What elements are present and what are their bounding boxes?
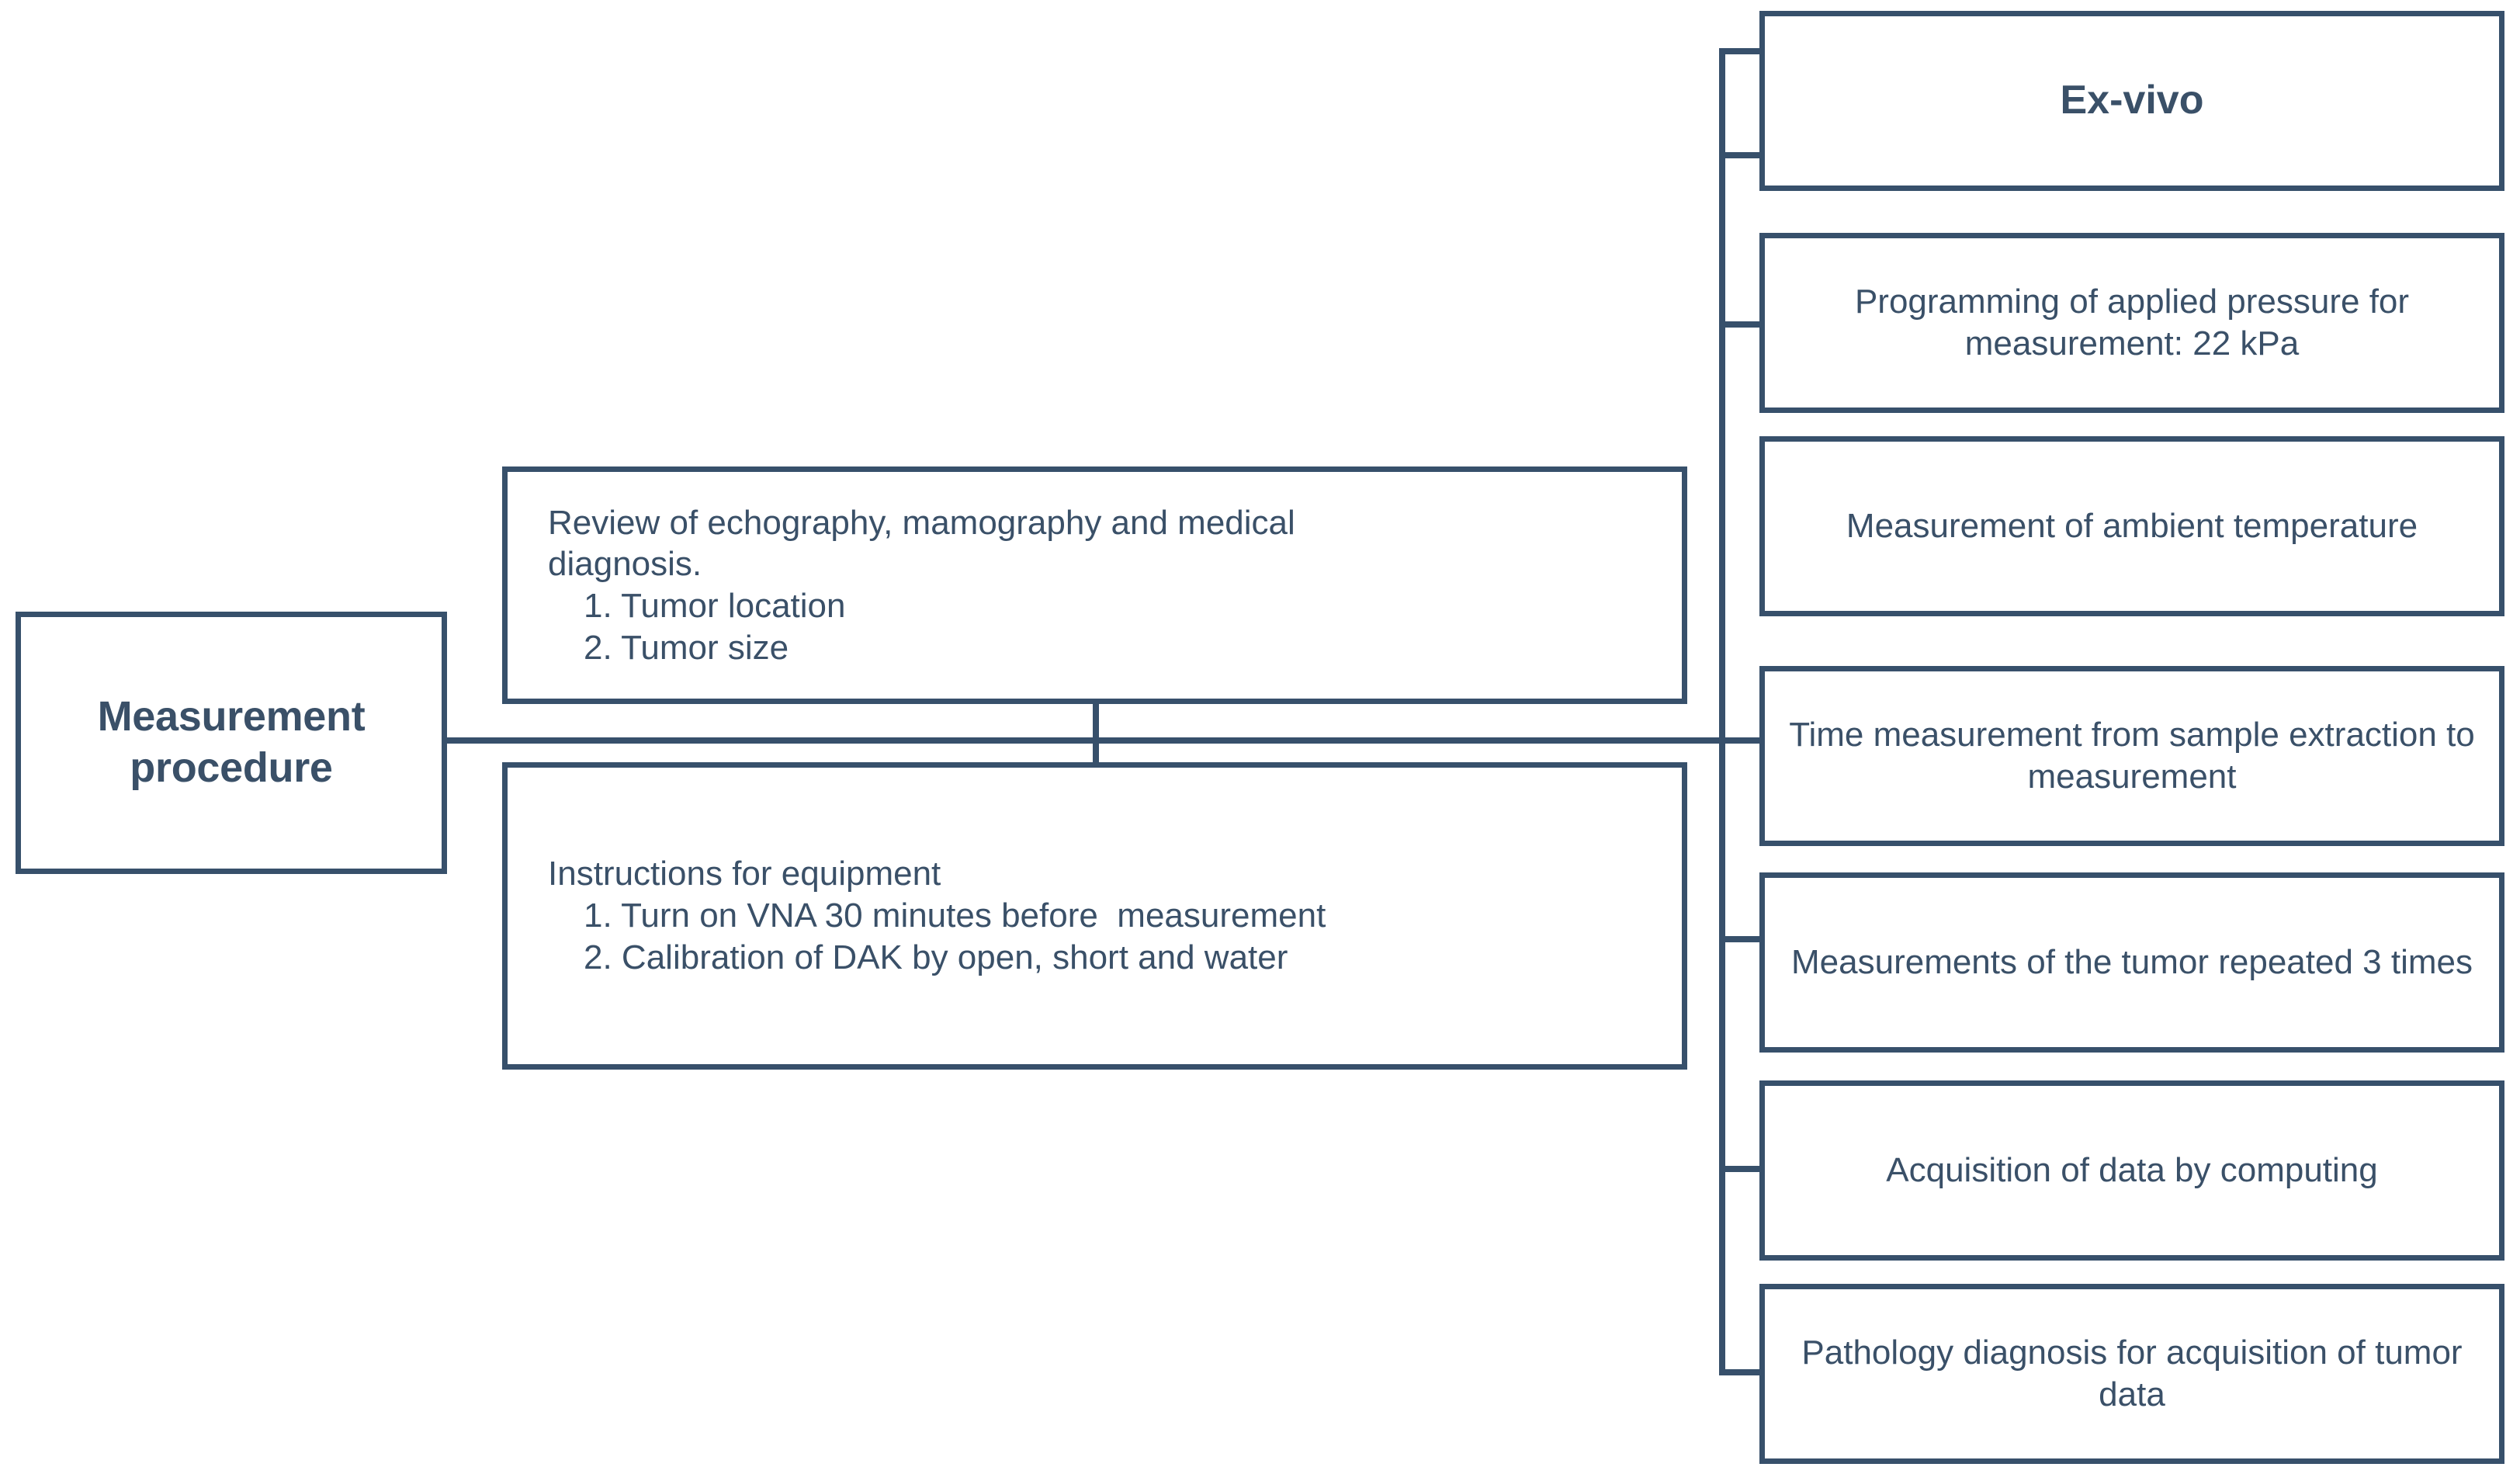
node-pathology-diagnosis-label: Pathology diagnosis for acquisition of t… bbox=[1801, 1334, 2463, 1413]
node-data-acquisition[interactable]: Acquisition of data by computing bbox=[1759, 1080, 2504, 1261]
node-ex-vivo-label: Ex-vivo bbox=[2060, 78, 2204, 123]
connector-stub-ambient-temperature bbox=[1719, 321, 1763, 328]
connector-stub-data-acquisition bbox=[1719, 1166, 1763, 1172]
root-node-label-line-1: Measurement bbox=[97, 693, 366, 740]
root-node-label: Measurement procedure bbox=[98, 692, 366, 794]
connector-stub-time-measurement bbox=[1719, 737, 1763, 744]
node-instructions-text: Instructions for equipment 1. Turn on VN… bbox=[548, 853, 1651, 978]
node-instructions-line-2: 1. Turn on VNA 30 minutes before measure… bbox=[584, 897, 1326, 935]
connector-stub-pathology-diagnosis bbox=[1719, 1369, 1763, 1375]
node-applied-pressure[interactable]: Programming of applied pressure for meas… bbox=[1759, 233, 2504, 413]
node-applied-pressure-label: Programming of applied pressure for meas… bbox=[1854, 283, 2410, 362]
root-node-label-line-2: procedure bbox=[130, 744, 333, 791]
node-ambient-temperature[interactable]: Measurement of ambient temperature bbox=[1759, 436, 2504, 616]
node-instructions-for-equipment[interactable]: Instructions for equipment 1. Turn on VN… bbox=[502, 762, 1687, 1070]
node-review-line-2: diagnosis. bbox=[548, 545, 702, 584]
node-measurement-procedure[interactable]: Measurement procedure bbox=[16, 612, 447, 874]
node-data-acquisition-label: Acquisition of data by computing bbox=[1886, 1151, 2378, 1190]
node-review-line-1: Review of echography, mamography and med… bbox=[548, 503, 1295, 542]
node-ambient-temperature-label: Measurement of ambient temperature bbox=[1846, 507, 2418, 546]
node-review-line-3: 1. Tumor location bbox=[584, 587, 846, 625]
connector-root-to-branches bbox=[447, 737, 1725, 744]
connector-stub-tumor-repeats bbox=[1719, 936, 1763, 942]
node-time-measurement[interactable]: Time measurement from sample extraction … bbox=[1759, 666, 2504, 846]
node-review-line-4: 2. Tumor size bbox=[584, 628, 789, 667]
node-pathology-diagnosis[interactable]: Pathology diagnosis for acquisition of t… bbox=[1759, 1284, 2504, 1464]
node-tumor-repeats[interactable]: Measurements of the tumor repeated 3 tim… bbox=[1759, 872, 2504, 1053]
connector-right-spine bbox=[1719, 48, 1725, 1372]
node-ex-vivo[interactable]: Ex-vivo bbox=[1759, 11, 2504, 191]
connector-stub-ex-vivo bbox=[1719, 48, 1763, 54]
node-review-of-echography[interactable]: Review of echography, mamography and med… bbox=[502, 466, 1687, 704]
node-instructions-line-3: 2. Calibration of DAK by open, short and… bbox=[584, 938, 1288, 976]
node-tumor-repeats-label: Measurements of the tumor repeated 3 tim… bbox=[1791, 943, 2473, 982]
connector-stub-applied-pressure bbox=[1719, 152, 1763, 158]
node-instructions-line-1: Instructions for equipment bbox=[548, 855, 941, 893]
connector-middle-tee bbox=[1093, 704, 1099, 765]
node-time-measurement-label: Time measurement from sample extraction … bbox=[1789, 716, 2475, 796]
node-review-text: Review of echography, mamography and med… bbox=[548, 502, 1651, 669]
